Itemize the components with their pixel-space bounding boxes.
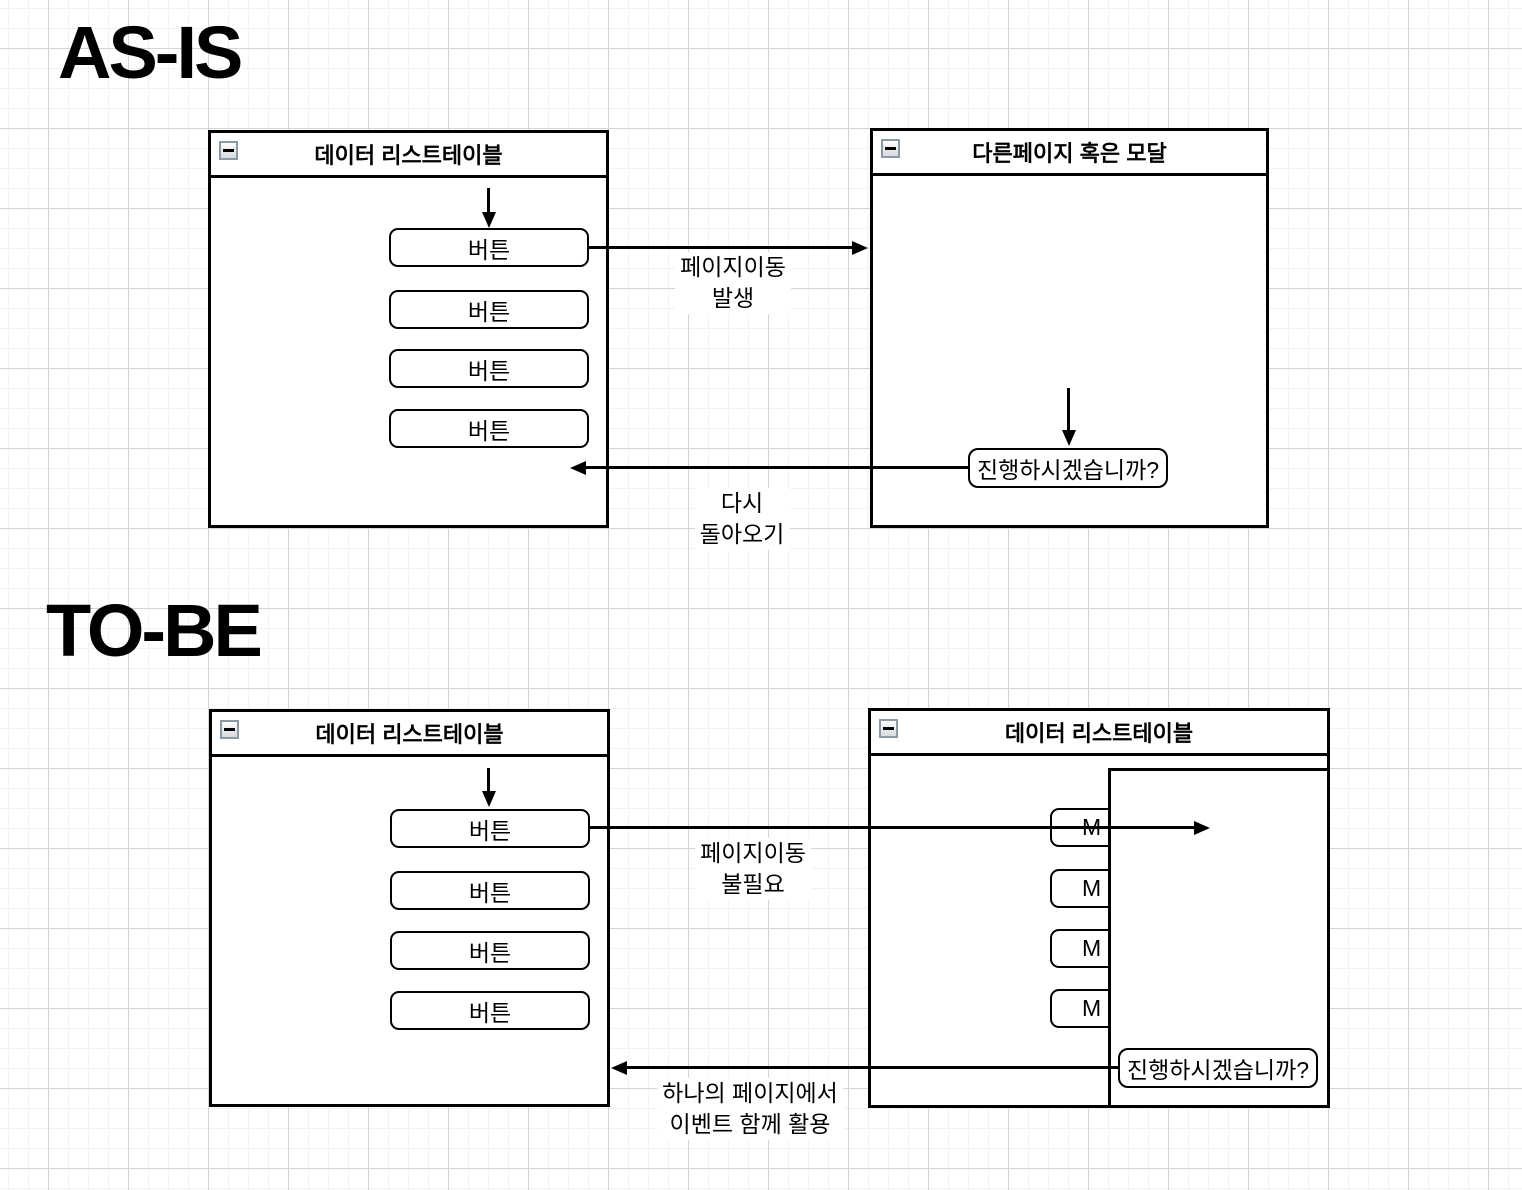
- minus-bar: [885, 147, 896, 150]
- as-is-heading: AS-IS: [58, 11, 243, 94]
- arrow-to-prompt-shaft: [1067, 388, 1070, 434]
- arrow-no-page-move-shaft: [589, 826, 1196, 829]
- panel-header: 데이터 리스트테이블: [211, 133, 606, 178]
- flow-label-page-move-unnecessary: 페이지이동 불필요: [695, 838, 811, 900]
- arrow-to-first-button-shaft: [487, 188, 490, 216]
- confirm-prompt: 진행하시겠습니까?: [968, 448, 1168, 488]
- panel-title: 데이터 리스트테이블: [315, 722, 504, 747]
- arrow-no-page-move-head: [1194, 821, 1210, 835]
- minus-bar: [223, 149, 234, 152]
- flow-label-page-move-occurs: 페이지이동 발생: [675, 252, 791, 314]
- arrow-to-first-button-head: [482, 212, 496, 228]
- button[interactable]: 버튼: [389, 409, 589, 448]
- flow-label-use-events-in-one-page: 하나의 페이지에서 이벤트 함께 활용: [657, 1078, 843, 1140]
- flow-label-come-back: 다시 돌아오기: [694, 488, 790, 550]
- panel-header: 데이터 리스트테이블: [871, 711, 1327, 756]
- arrow-to-first-button-shaft: [487, 768, 490, 795]
- button[interactable]: 버튼: [389, 228, 589, 267]
- collapse-minus-icon[interactable]: [220, 720, 239, 739]
- arrow-to-prompt-head: [1062, 430, 1076, 446]
- button[interactable]: 버튼: [390, 931, 590, 970]
- arrow-same-page-return-head: [611, 1061, 627, 1075]
- collapse-minus-icon[interactable]: [879, 719, 898, 738]
- arrow-page-move-shaft: [589, 246, 854, 249]
- to-be-heading: TO-BE: [46, 589, 263, 672]
- to-be-data-list-table-panel-left: 데이터 리스트테이블 버튼 버튼 버튼 버튼: [209, 709, 610, 1107]
- button[interactable]: 버튼: [390, 991, 590, 1030]
- panel-header: 데이터 리스트테이블: [212, 712, 607, 757]
- button[interactable]: 버튼: [390, 809, 590, 848]
- panel-title: 다른페이지 혹은 모달: [972, 141, 1167, 166]
- arrow-to-first-button-head: [482, 791, 496, 807]
- panel-title: 데이터 리스트테이블: [1004, 721, 1194, 746]
- collapse-minus-icon[interactable]: [219, 141, 238, 160]
- arrow-return-shaft: [584, 466, 968, 469]
- confirm-prompt: 진행하시겠습니까?: [1118, 1048, 1318, 1088]
- panel-header: 다른페이지 혹은 모달: [873, 131, 1266, 176]
- minus-bar: [224, 728, 235, 731]
- collapse-minus-icon[interactable]: [881, 139, 900, 158]
- button[interactable]: 버튼: [390, 871, 590, 910]
- arrow-return-head: [570, 461, 586, 475]
- button[interactable]: 버튼: [389, 290, 589, 329]
- minus-bar: [883, 727, 894, 730]
- arrow-same-page-return-shaft: [625, 1066, 1118, 1069]
- arrow-page-move-head: [852, 241, 868, 255]
- as-is-data-list-table-panel: 데이터 리스트테이블 버튼 버튼 버튼 버튼: [208, 130, 609, 528]
- panel-title: 데이터 리스트테이블: [314, 143, 503, 168]
- button[interactable]: 버튼: [389, 349, 589, 388]
